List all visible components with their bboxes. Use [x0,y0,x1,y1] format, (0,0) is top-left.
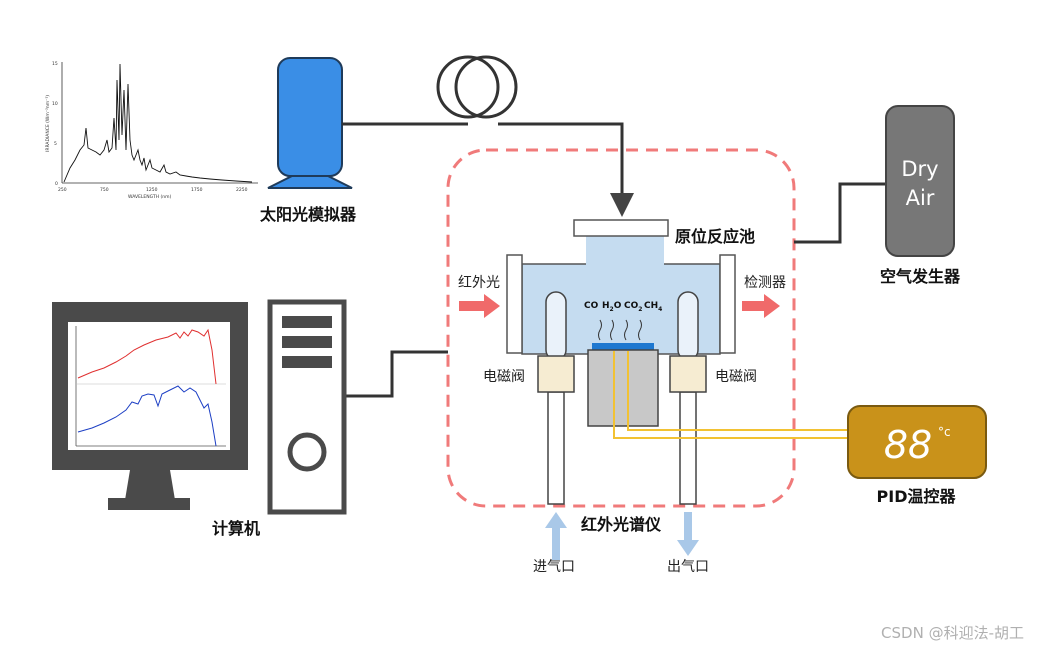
gas-tubes [545,291,699,505]
inlet-arrow [545,512,567,560]
detector-label: 检测器 [744,275,786,291]
y-axis-label: IRRADIANCE (Wm⁻²nm⁻¹) [45,95,51,152]
x-tick-label: 2250 [236,187,248,193]
y-tick-label: 5 [54,141,57,147]
spectrum-curve [63,63,253,183]
gas-ch4: CH4 [644,301,662,313]
watermark: CSDN @科迎法-胡工 [881,624,1024,642]
optical-fiber [342,55,634,217]
y-tick-label: 10 [52,101,58,107]
screen-blue-curve [77,385,217,447]
gas-h2o: H2O [602,301,622,313]
gas-outlet-label: 出气口 [667,559,709,575]
pid-controller: 88 °c PID温控器 [613,351,987,506]
reaction-cell-label: 原位反应池 [675,227,755,246]
computer-tower [267,299,347,515]
gas-co2: CO2 [624,301,642,313]
monitor-screen [68,322,230,450]
air-generator-label: 空气发生器 [880,267,961,286]
heating-block [587,349,659,427]
cell-window [573,219,669,237]
ir-in-arrow [459,294,500,318]
y-tick-label: 15 [52,61,58,67]
right-window [719,254,736,354]
y-tick-label: 0 [55,181,58,187]
x-axis-label: WAVELENGTH (nm) [128,194,172,200]
air-generator: Dry Air 空气发生器 [794,105,961,286]
pid-controller-label: PID温控器 [877,487,957,506]
left-window [506,254,523,354]
solenoid-valve-left [537,355,575,393]
solenoid-left-label: 电磁阀 [483,369,525,385]
ir-spectrometer-label: 红外光谱仪 [581,515,662,534]
x-tick-label: 1250 [146,187,158,193]
outlet-arrow [677,512,699,556]
solenoid-valves: 电磁阀 电磁阀 [483,355,757,393]
gas-co: CO [584,301,599,311]
x-tick-label: 750 [100,187,109,193]
solenoid-valve-right [669,355,707,393]
computer: 计算机 [52,299,448,538]
pid-unit: °c [938,425,951,439]
air-label: Air [906,186,935,210]
x-tick-label: 1750 [191,187,203,193]
pid-display: 88 [884,423,932,467]
screen-red-curve [77,328,217,385]
sample-stage [592,343,654,351]
solenoid-right-label: 电磁阀 [715,369,757,385]
solar-simulator: 太阳光模拟器 [259,57,357,224]
detector-arrow [742,294,780,318]
solar-simulator-label: 太阳光模拟器 [259,205,357,224]
gas-species: CO H2O CO2 CH4 [584,301,662,341]
reaction-cell: 原位反应池 [506,219,755,427]
gas-inlet-label: 进气口 [533,559,575,575]
solar-spectrum-inset: 15 10 5 0 250 750 1250 1750 2250 WAVELEN… [40,55,260,205]
infrared-light-label: 红外光 [458,275,500,291]
gas-flow: 进气口 出气口 红外光谱仪 [533,512,709,575]
ir-path: 红外光 检测器 [458,275,786,318]
dry-label: Dry [901,157,938,181]
computer-label: 计算机 [212,519,260,538]
x-tick-label: 250 [58,187,67,193]
ir-spectrometer-boundary [446,148,796,508]
